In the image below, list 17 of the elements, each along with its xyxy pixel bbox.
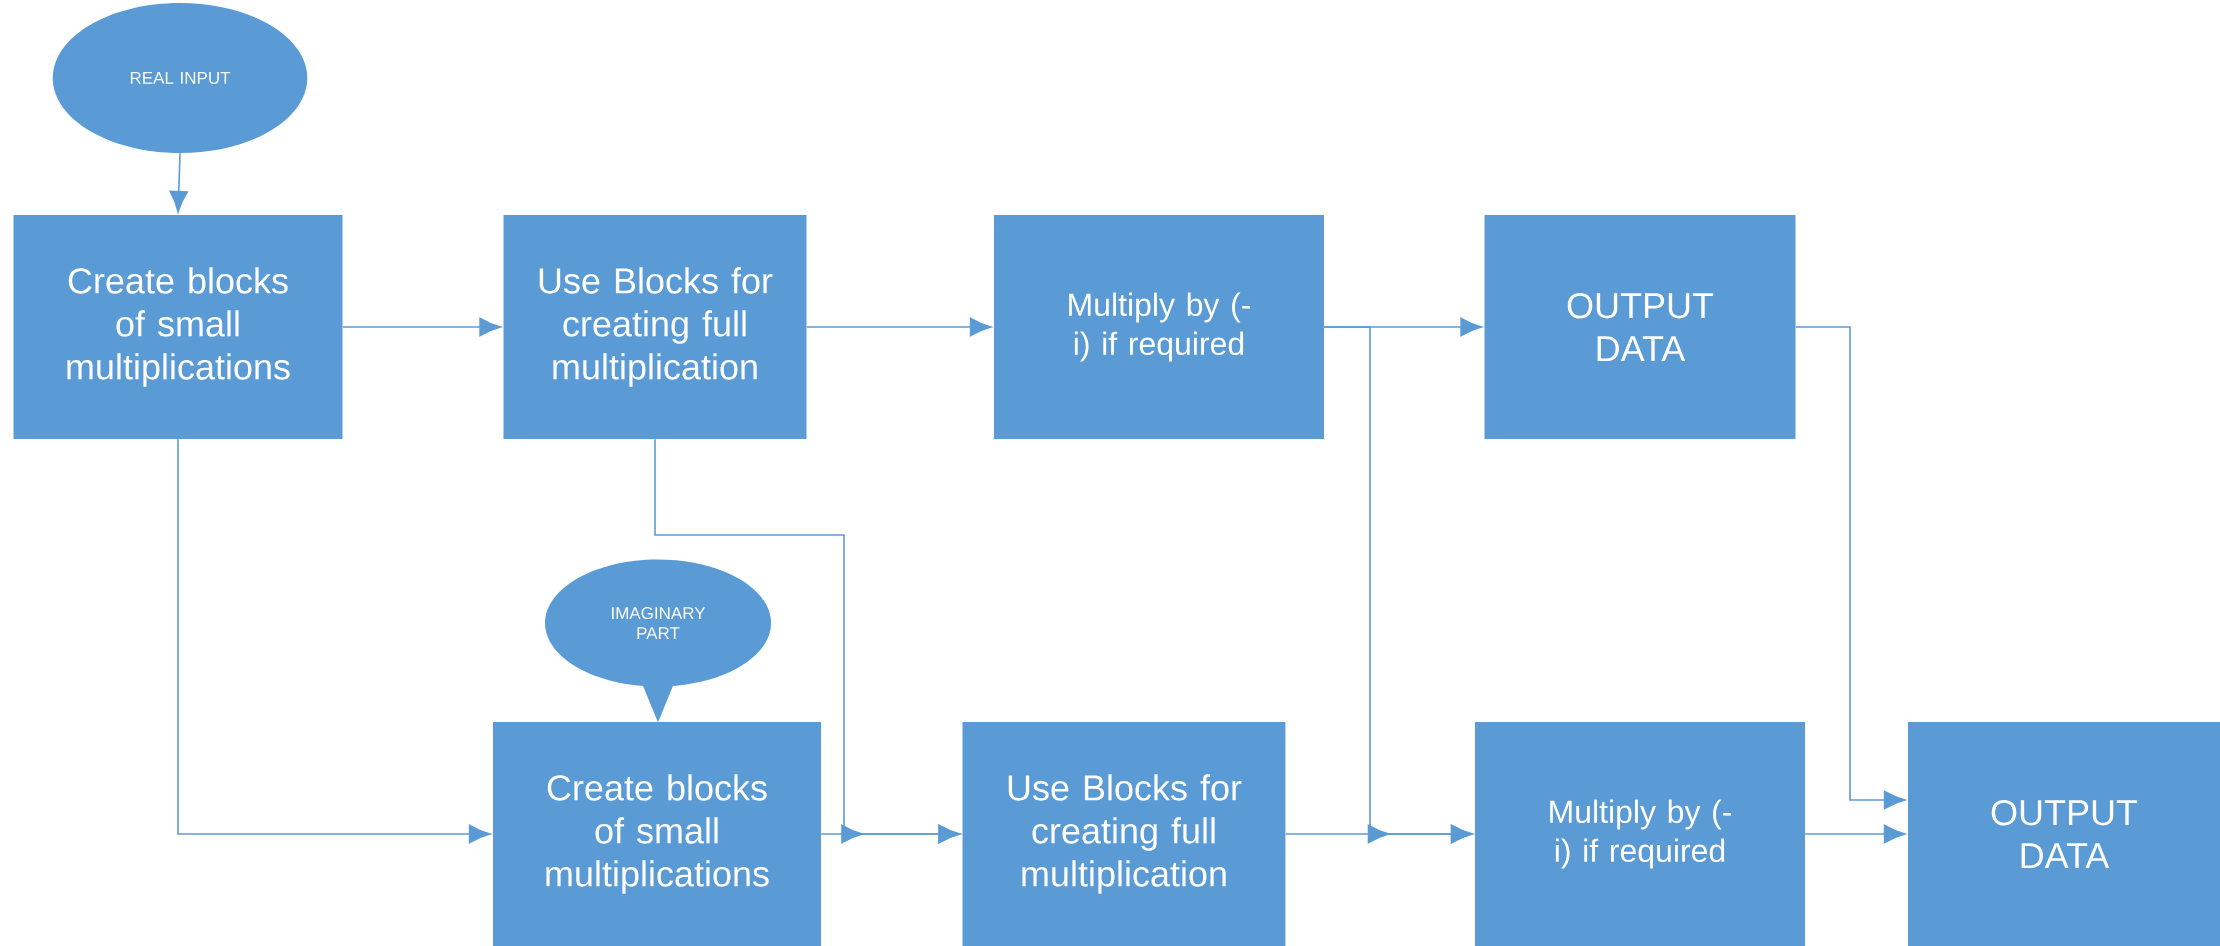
arrow — [1284, 824, 1473, 844]
arrow — [177, 438, 491, 844]
arrow — [820, 824, 961, 844]
process-box: OUTPUT DATA — [1484, 215, 1796, 439]
arrow — [169, 152, 189, 213]
process-box: OUTPUT DATA — [1908, 722, 2220, 946]
process-box: Use Blocks for creating full multiplication — [503, 215, 807, 439]
process-box: Multiply by (-i) if required — [1475, 722, 1805, 946]
arrow — [805, 317, 992, 337]
process-box: Multiply by (-i) if required — [994, 215, 1324, 439]
process-box: Create blocks of small multiplications — [493, 722, 821, 946]
arrow — [1794, 326, 1906, 810]
process-box: Use Blocks for creating full multiplication — [962, 722, 1286, 946]
process-box: Create blocks of small multiplications — [13, 215, 343, 439]
arrow — [1804, 824, 1906, 844]
arrow — [341, 317, 502, 337]
callout-bubble: IMAGINARY PART — [545, 559, 771, 723]
